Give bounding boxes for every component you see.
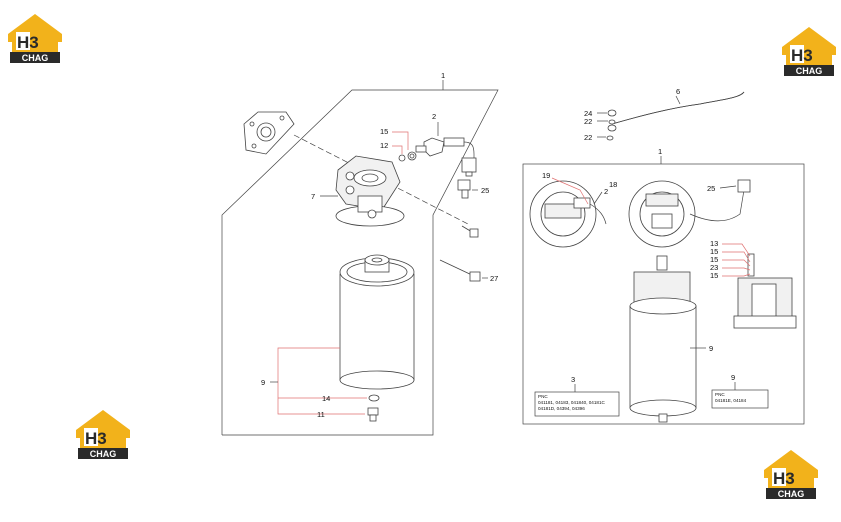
brand-logo-bottom-left: H3 CHAG (74, 408, 132, 460)
brand-logo-top-right: H3 CHAG (780, 25, 838, 77)
callout-27: 27 (490, 274, 498, 283)
clamp-25 (457, 179, 471, 199)
brand-logo-top-left: H3 CHAG (6, 12, 64, 64)
callout-25-right: 25 (707, 184, 715, 193)
filter-canister-left (339, 254, 415, 390)
callout-18: 18 (609, 180, 617, 189)
pnc-box-a: 3 PNC 041181, 04183, 041840, 04181C 0418… (534, 375, 620, 417)
callout-24: 24 (584, 109, 592, 118)
head-view-a (529, 180, 607, 248)
drain-plug-11 (367, 407, 379, 422)
head-view-b (628, 179, 751, 248)
callout-7: 7 (311, 192, 315, 201)
pnc-box-b: 9 PNC 04181E, 04184 (711, 373, 769, 409)
pnc-box-a-number: 3 (571, 375, 575, 384)
callout-15-c: 15 (710, 271, 718, 280)
logo-mark: H3 (791, 46, 813, 65)
callout-2-left: 2 (432, 112, 436, 121)
logo-mark: H3 (85, 429, 107, 448)
logo-text: CHAG (22, 53, 49, 63)
pnc-box-a-line2: 04181D, 04394, 04396 (538, 406, 585, 411)
pnc-box-b-line1: 04181E, 04184 (715, 398, 747, 403)
brand-logo-bottom-right: H3 CHAG (762, 448, 820, 500)
pipe-assembly-6: 6 24 22 22 (584, 87, 745, 142)
logo-text: CHAG (90, 449, 117, 459)
callout-15-left: 15 (380, 127, 388, 136)
pnc-box-b-number: 9 (731, 373, 735, 382)
filter-canister-right (629, 255, 697, 423)
small-bolt (461, 225, 479, 238)
logo-mark: H3 (17, 33, 39, 52)
long-bolt-27 (439, 259, 481, 282)
left-assembly: 1 7 (221, 71, 499, 436)
logo-text: CHAG (796, 66, 823, 76)
washer-14 (368, 394, 380, 402)
callout-9-left: 9 (261, 378, 265, 387)
sensor-part-2 (415, 137, 477, 177)
callout-23: 23 (710, 263, 718, 272)
callout-11: 11 (317, 410, 325, 419)
callout-12: 12 (380, 141, 388, 150)
callout-1-right: 1 (658, 147, 662, 156)
pnc-box-b-title: PNC (715, 392, 725, 397)
callout-2-right: 2 (604, 187, 608, 196)
left-assembly-frame (221, 89, 499, 436)
callout-1-left: 1 (441, 71, 445, 80)
callout-22-b: 22 (584, 133, 592, 142)
logo-text: CHAG (778, 489, 805, 499)
callout-6: 6 (676, 87, 680, 96)
callout-9-right: 9 (709, 344, 713, 353)
right-assembly: 1 19 2 18 25 (522, 147, 805, 425)
callout-22-a: 22 (584, 117, 592, 126)
pnc-box-a-line1: 041181, 04183, 041840, 04181C (538, 400, 606, 405)
callout-14: 14 (322, 394, 330, 403)
callout-19: 19 (542, 171, 550, 180)
pnc-box-a-title: PNC (538, 394, 548, 399)
right-assembly-frame (522, 163, 805, 425)
sensor-stack (733, 253, 797, 329)
washer-12 (398, 154, 406, 162)
callout-25-left: 25 (481, 186, 489, 195)
callout-15-b: 15 (710, 255, 718, 264)
callout-13: 13 (710, 239, 718, 248)
gasket-plate (243, 111, 295, 155)
filter-head (335, 155, 405, 227)
callout-15-a: 15 (710, 247, 718, 256)
logo-mark: H3 (773, 469, 795, 488)
